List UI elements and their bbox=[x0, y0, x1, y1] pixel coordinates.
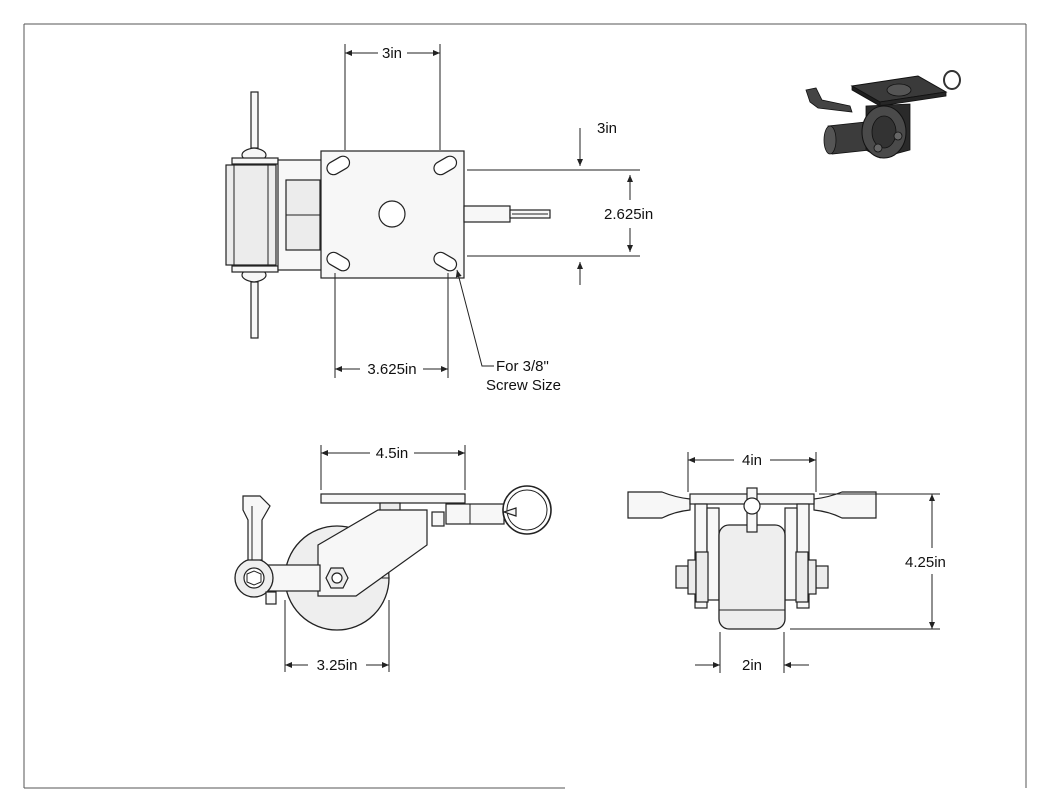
screw-note-line2: Screw Size bbox=[486, 377, 561, 394]
mount-slot bbox=[433, 155, 458, 176]
dim-front-plate-width: 4in bbox=[742, 452, 762, 469]
dim-plate-width: 3in bbox=[382, 45, 402, 62]
front-view bbox=[627, 487, 877, 630]
dim-hole-spacing: 2.625in bbox=[604, 206, 653, 223]
side-top-plate bbox=[320, 493, 466, 504]
mount-slot bbox=[433, 251, 458, 272]
dim-wheel-width: 2in bbox=[742, 657, 762, 674]
kingpin-hole bbox=[378, 200, 406, 228]
dim-side-plate-length: 4.5in bbox=[376, 445, 409, 462]
dim-wheel-diameter: 3.25in bbox=[317, 657, 358, 674]
left-pedal bbox=[627, 491, 691, 519]
side-view-dimensions: 4.5in 3.25in bbox=[284, 445, 466, 674]
mount-slot bbox=[326, 155, 351, 176]
dim-overall-length: 3.625in bbox=[367, 361, 416, 378]
side-view bbox=[234, 485, 552, 631]
front-wheel bbox=[718, 524, 786, 630]
pull-ring bbox=[502, 485, 552, 535]
dim-plate-offset: 3in bbox=[597, 120, 617, 137]
isometric-view bbox=[805, 70, 961, 159]
front-view-dimensions: 4in 4.25in 2in bbox=[687, 452, 946, 674]
top-view-dimensions: 3in 3in 2.625in 3.625in For 3/8" Screw S… bbox=[334, 44, 653, 394]
dim-overall-height: 4.25in bbox=[905, 554, 946, 571]
screw-note-line1: For 3/8" bbox=[496, 358, 549, 375]
top-view bbox=[225, 91, 551, 339]
mount-slot bbox=[326, 251, 351, 272]
iso-pull-ring bbox=[943, 70, 961, 90]
sheet-border bbox=[23, 23, 1027, 789]
right-pedal bbox=[813, 491, 877, 519]
